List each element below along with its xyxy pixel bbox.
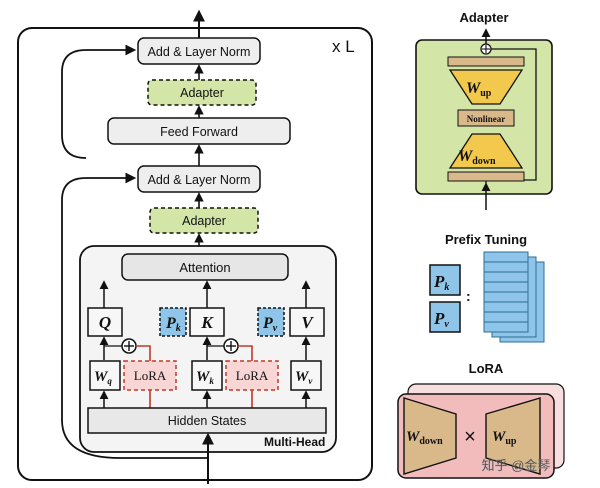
- transformer-block: x L Add & Layer Norm Adapter Feed Forwar…: [17, 9, 373, 484]
- adapter-top-label: Adapter: [180, 86, 224, 100]
- feed-forward-box: [107, 117, 291, 145]
- adapter-nonlinear-box: [457, 109, 515, 127]
- lora-w-down-label: Wdown: [406, 429, 443, 447]
- q-label: Q: [99, 313, 111, 332]
- adapter-panel-title: Adapter: [459, 10, 508, 25]
- wq-box: [89, 360, 121, 391]
- lora-panel-title: LoRA: [469, 361, 504, 376]
- v-box: [289, 307, 325, 337]
- adapter-w-up-trapezoid: [448, 69, 524, 105]
- multi-head-label: Multi-Head: [264, 435, 325, 449]
- adapter-panel-skip: [485, 48, 537, 186]
- k-label: K: [200, 313, 214, 332]
- lora-left-label: LoRA: [134, 368, 167, 383]
- pk-label: Pk: [165, 315, 181, 334]
- wq-label: Wq: [94, 369, 112, 386]
- adapter-w-down-trapezoid: [448, 133, 524, 169]
- adapter-bottom-box: [149, 207, 259, 234]
- prefix-colon: :: [466, 288, 471, 304]
- pk-box: [159, 307, 187, 337]
- residual-top: [61, 44, 137, 159]
- lora-right-out: [238, 345, 253, 361]
- watermark: 知乎 @金琴: [482, 458, 551, 473]
- lora-left-out: [136, 345, 151, 361]
- lora-w-up-trapezoid: [485, 397, 541, 475]
- adapter-top-box: [147, 79, 257, 106]
- adapter-w-up-label: Wup: [466, 80, 492, 99]
- wv-label: Wv: [295, 369, 313, 386]
- add-norm-bottom-box: [137, 165, 261, 193]
- prefix-matrix-stack: [483, 251, 545, 343]
- adapter-nonlinear-label: Nonlinear: [467, 114, 506, 124]
- prefix-matrix-front: [483, 251, 529, 333]
- adapter-panel-bottom-bar: [447, 171, 525, 182]
- residual-bottom: [61, 172, 208, 459]
- adapter-panel: Adapter Wup Nonlinear Wdown: [415, 10, 553, 210]
- add-norm-top-label: Add & Layer Norm: [148, 45, 251, 59]
- v-label: V: [301, 313, 314, 332]
- hidden-states-label: Hidden States: [168, 414, 247, 428]
- feed-forward-label: Feed Forward: [160, 125, 238, 139]
- lora-w-down-trapezoid: [403, 397, 457, 475]
- hidden-states-box: [87, 407, 327, 434]
- lora-left-box: [123, 360, 177, 391]
- attention-label: Attention: [179, 260, 230, 275]
- prefix-panel-title: Prefix Tuning: [445, 232, 527, 247]
- prefix-pk-box: [429, 264, 461, 296]
- lora-right-box: [225, 360, 279, 391]
- lora-panel: LoRA Wdown × Wup: [397, 361, 565, 479]
- q-box: [87, 307, 123, 337]
- prefix-pk-label: Pk: [433, 272, 449, 293]
- pv-box: [257, 307, 285, 337]
- add-norm-top-box: [137, 37, 261, 65]
- prefix-pv-label: Pv: [433, 309, 449, 330]
- prefix-pv-box: [429, 301, 461, 333]
- prefix-panel: Prefix Tuning Pk : Pv: [429, 232, 545, 343]
- lora-right-label: LoRA: [236, 368, 269, 383]
- add-norm-bottom-label: Add & Layer Norm: [148, 173, 251, 187]
- adapter-bottom-label: Adapter: [182, 214, 226, 228]
- lora-times: ×: [464, 426, 476, 448]
- attention-box: [121, 253, 289, 281]
- lora-w-up-label: Wup: [492, 429, 517, 447]
- repeat-label: x L: [332, 37, 355, 56]
- adapter-panel-top-bar: [447, 56, 525, 67]
- adapter-w-down-label: Wdown: [458, 148, 496, 167]
- wk-label: Wk: [196, 369, 214, 386]
- wv-box: [290, 360, 322, 391]
- pv-label: Pv: [262, 315, 278, 334]
- wk-box: [191, 360, 223, 391]
- k-box: [189, 307, 225, 337]
